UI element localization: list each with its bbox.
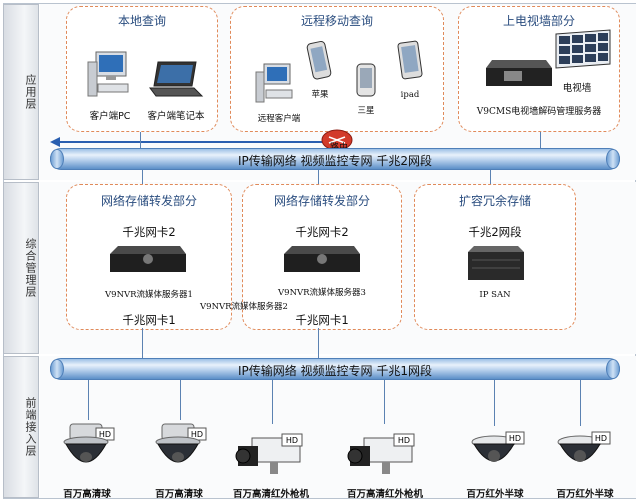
nvr-server-1-icon [110, 246, 186, 272]
ipad-icon [397, 40, 423, 80]
camera-6-caption: 百万红外半球 [556, 489, 614, 500]
link-tvwall [540, 132, 541, 148]
svg-text:HD: HD [509, 434, 521, 443]
ipad-caption: ipad [400, 90, 420, 100]
mid-layer-text: 综合管理层 [24, 238, 37, 298]
link-nic1-a [142, 328, 143, 358]
remote-client-icon [255, 63, 293, 103]
link-cam-6 [580, 380, 581, 426]
apple-caption: 苹果 [311, 90, 329, 100]
link-redundant [490, 170, 491, 184]
link-cam-2 [180, 380, 181, 420]
ip-san-caption: IP SAN [479, 290, 511, 300]
remote-client-caption: 远程客户端 [257, 114, 301, 124]
storage1-nic1: 千兆网卡1 [122, 313, 176, 327]
front-layer-text: 前端接入层 [24, 397, 37, 457]
laptop-caption: 客户端笔记本 [147, 111, 205, 122]
svg-text:HD: HD [286, 436, 298, 445]
storage1-nic2: 千兆网卡2 [122, 225, 176, 239]
tube2-right-cap [606, 149, 620, 169]
network-2-label: IP传输网络 视频监控专网 千兆2网段 [237, 154, 433, 168]
ir-dome-camera-2-icon: HD [557, 431, 611, 462]
pc-caption: 客户端PC [89, 111, 131, 122]
network-tube-1: IP传输网络 视频监控专网 千兆1网段 [50, 358, 620, 380]
ir-bullet-camera-1-icon: HD [235, 433, 303, 474]
camera-4-caption: 百万高清红外枪机 [346, 489, 423, 500]
redundant-title: 扩容冗余存储 [458, 194, 531, 208]
pc-icon [87, 51, 129, 97]
nvr-server-3-caption: V9NVR流媒体服务器3 [278, 288, 366, 298]
router-icon [321, 129, 353, 151]
storage2-nic1: 千兆网卡1 [295, 313, 349, 327]
samsung-phone-icon [356, 63, 376, 97]
app-layer-label: 应用层 [3, 4, 39, 180]
link-cam-4 [384, 380, 385, 424]
camera-5-caption: 百万红外半球 [466, 489, 524, 500]
tube1-left-cap [50, 359, 64, 379]
link-local [140, 132, 141, 148]
svg-text:HD: HD [99, 430, 111, 439]
ir-dome-camera-1-icon: HD [471, 431, 525, 462]
decoder-server-caption: V9CMS电视墙解码管理服务器 [476, 107, 602, 117]
local-query-title: 本地查询 [117, 14, 166, 28]
mid-layer-label: 综合管理层 [3, 182, 39, 354]
link-cam-5 [494, 380, 495, 426]
speed-dome-camera-2-icon: HD [155, 423, 207, 463]
svg-text:HD: HD [191, 430, 203, 439]
ir-bullet-camera-2-icon: HD [347, 433, 415, 474]
storage1-title: 网络存储转发部分 [100, 194, 197, 208]
network-1-label: IP传输网络 视频监控专网 千兆1网段 [237, 364, 433, 378]
tube2-left-cap [50, 149, 64, 169]
storage2-nic2: 千兆网卡2 [295, 225, 349, 239]
front-layer-label: 前端接入层 [3, 356, 39, 498]
remote-query-title: 远程移动查询 [300, 14, 373, 28]
link-cam-1 [88, 380, 89, 420]
network-tube-2: IP传输网络 视频监控专网 千兆2网段 [50, 148, 620, 170]
svg-text:HD: HD [398, 436, 410, 445]
camera-2-caption: 百万高清球 [155, 489, 203, 500]
redundant-segment: 千兆2网段 [468, 225, 522, 239]
tube1-right-cap [606, 359, 620, 379]
nvr-server-1-caption: V9NVR流媒体服务器1 [105, 290, 193, 300]
app-layer-text: 应用层 [24, 74, 37, 110]
storage2-title: 网络存储转发部分 [273, 194, 370, 208]
tvwall-title: 上电视墙部分 [502, 14, 575, 28]
samsung-caption: 三星 [357, 106, 375, 116]
link-storage2 [318, 170, 319, 184]
link-cam-3 [272, 380, 273, 424]
link-storage1 [142, 170, 143, 184]
ip-san-icon [468, 246, 524, 280]
tv-wall-caption: 电视墙 [562, 83, 592, 94]
link-nic1-b [318, 328, 319, 358]
svg-text:HD: HD [595, 434, 607, 443]
nvr-server-2-caption: V9NVR流媒体服务器2 [200, 302, 288, 312]
camera-1-caption: 百万高清球 [63, 489, 111, 500]
laptop-icon [149, 61, 204, 97]
camera-3-caption: 百万高清红外枪机 [232, 489, 309, 500]
speed-dome-camera-1-icon: HD [63, 423, 115, 463]
decoder-server-icon [486, 60, 552, 86]
nvr-server-3-icon [284, 246, 360, 272]
uplink-arrow [50, 137, 340, 147]
apple-phone-icon [306, 40, 332, 80]
tv-wall-icon [555, 29, 611, 69]
